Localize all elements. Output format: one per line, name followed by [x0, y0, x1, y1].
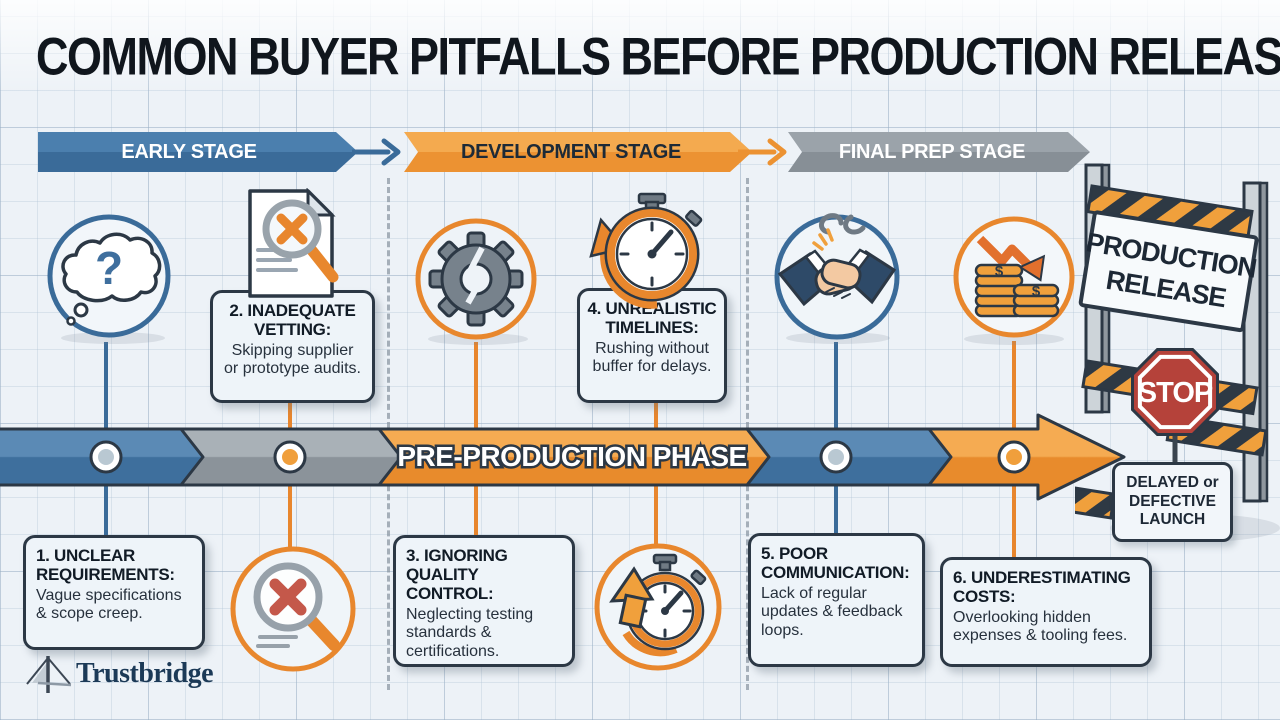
connector-line	[1012, 341, 1016, 430]
connector-line	[474, 342, 478, 430]
pitfall-2-body: Skipping supplier or prototype audits.	[224, 342, 361, 378]
connector-line	[834, 342, 838, 430]
arrow-early-to-dev-icon	[352, 138, 401, 166]
pitfall-3-title: 3. IGNORING QUALITY CONTROL:	[406, 546, 508, 604]
document-audit-icon	[248, 188, 339, 298]
arrow-dev-to-final-icon	[738, 138, 787, 166]
connector-line	[104, 484, 108, 535]
stop-sign: STOP	[1131, 348, 1219, 464]
pitfall-4-body: Rushing without buffer for delays.	[592, 340, 712, 376]
stage-banner-final: FINAL PREP STAGE	[788, 132, 1090, 172]
bridge-icon	[26, 656, 72, 693]
svg-text:$: $	[1032, 283, 1041, 300]
pitfall-1-body: Vague specifications & scope creep.	[36, 587, 182, 623]
brand-name: Trustbridge	[76, 658, 214, 689]
svg-text:$: $	[995, 263, 1004, 280]
cost-decline-coins-icon: $ $	[953, 216, 1075, 345]
handshake-broken-chain-icon	[774, 213, 900, 344]
pitfall-3-body: Neglecting testing standards & certifica…	[406, 606, 534, 660]
pitfall-1-title: 1. UNCLEAR REQUIREMENTS:	[36, 546, 175, 585]
stage-banner-early: EARLY STAGE	[38, 132, 358, 172]
stage-development-label: DEVELOPMENT STAGE	[460, 140, 682, 163]
connector-line	[474, 484, 478, 535]
page-title: COMMON BUYER PITFALLS BEFORE PRODUCTION …	[36, 26, 1280, 87]
pitfall-5-body: Lack of regular updates & feedback loops…	[761, 585, 903, 639]
pitfall-5-title: 5. POOR COMMUNICATION:	[761, 544, 910, 583]
connector-line	[1012, 484, 1016, 557]
pitfall-6-body: Overlooking hidden expenses & tooling fe…	[953, 609, 1128, 645]
connector-line	[288, 484, 292, 548]
broken-gear-icon	[415, 218, 537, 345]
stage-early-label: EARLY STAGE	[121, 140, 257, 163]
phase-label: PRE-PRODUCTION PHASE	[397, 441, 746, 472]
question-thought-icon: ?	[47, 214, 171, 344]
pitfall-box-6: 6. UNDERESTIMATING COSTS: Overlooking hi…	[940, 557, 1152, 667]
pitfall-box-1: 1. UNCLEAR REQUIREMENTS: Vague specifica…	[23, 535, 205, 650]
timeline-nodes	[89, 440, 1031, 474]
connector-line	[834, 484, 838, 533]
connector-line	[654, 403, 658, 430]
pitfall-box-3: 3. IGNORING QUALITY CONTROL: Neglecting …	[393, 535, 575, 667]
rejected-audit-magnifier-icon	[230, 546, 356, 672]
connector-line	[104, 342, 108, 430]
pitfall-box-2: 2. INADEQUATE VETTING: Skipping supplier…	[210, 290, 375, 403]
outcome-box: DELAYED or DEFECTIVE LAUNCH	[1112, 462, 1233, 542]
stage-final-label: FINAL PREP STAGE	[838, 140, 1026, 163]
stop-label: STOP	[1138, 377, 1213, 409]
stage-banner-development: DEVELOPMENT STAGE	[404, 132, 752, 172]
deadline-stopwatch-icon	[594, 543, 722, 671]
connector-line	[654, 484, 658, 544]
pitfall-6-title: 6. UNDERESTIMATING COSTS:	[953, 568, 1131, 607]
brand-logo: Trustbridge	[24, 653, 214, 695]
connector-line	[288, 403, 292, 430]
pitfall-2-title: 2. INADEQUATE VETTING:	[229, 301, 356, 340]
timeline: PRE-PRODUCTION PHASE	[0, 413, 1126, 501]
stopwatch-rush-icon	[589, 192, 703, 309]
svg-text:?: ?	[95, 242, 123, 294]
pitfall-box-5: 5. POOR COMMUNICATION: Lack of regular u…	[748, 533, 925, 667]
production-release-sign: PRODUCTION RELEASE	[1078, 210, 1259, 333]
outcome-label: DELAYED or DEFECTIVE LAUNCH	[1126, 473, 1219, 529]
